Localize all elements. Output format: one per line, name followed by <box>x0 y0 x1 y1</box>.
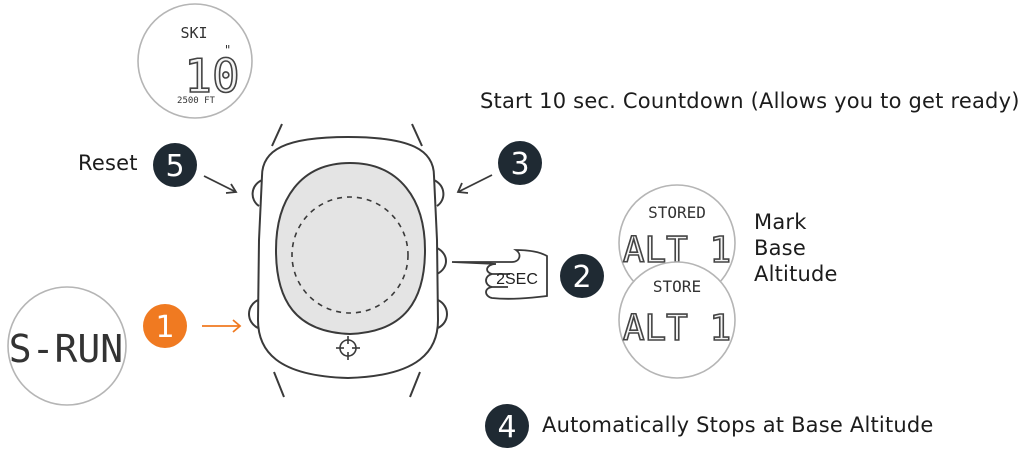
store-display-value: ALT 1 <box>623 308 731 349</box>
arrow-right-icon <box>203 175 238 194</box>
mode-display-value: S-RUN <box>9 327 123 371</box>
step-badge-3: 3 <box>498 141 542 185</box>
stored-display-title: STORED <box>648 203 706 222</box>
hand-press-icon <box>451 249 548 300</box>
mark-label-line3: Altitude <box>754 262 838 286</box>
side-button-middle-right[interactable] <box>436 247 447 275</box>
watch-face <box>274 161 427 336</box>
ski-display-value: 10 <box>184 49 239 103</box>
mark-base-altitude-label: Mark Base Altitude <box>754 209 838 287</box>
step-badge-1: 1 <box>143 304 187 348</box>
side-button-top-left[interactable] <box>251 179 263 207</box>
store-display: STORE ALT 1 <box>618 261 736 379</box>
auto-stop-label: Automatically Stops at Base Altitude <box>542 413 934 437</box>
step-number-1: 1 <box>155 310 174 345</box>
watch-strap-bottom <box>273 371 421 398</box>
arrow-left-icon <box>456 174 493 194</box>
countdown-label: Start 10 sec. Countdown (Allows you to g… <box>480 89 1020 113</box>
arrow-right-icon <box>202 319 242 333</box>
mode-display: S-RUN <box>7 286 127 406</box>
step-number-2: 2 <box>572 260 591 295</box>
step-badge-5: 5 <box>153 143 197 187</box>
step-number-3: 3 <box>510 147 529 182</box>
ski-display: SKI 10 " 2500 FT <box>137 3 253 119</box>
watch <box>248 123 448 398</box>
crosshair-icon[interactable] <box>336 336 360 360</box>
mark-label-line1: Mark <box>754 210 807 234</box>
step-badge-2: 2 <box>560 254 604 298</box>
step-number-4: 4 <box>497 410 516 445</box>
watch-face-dashed-ring <box>291 196 409 314</box>
ski-display-altitude: 2500 FT <box>177 96 216 106</box>
hold-time-label: 2SEC <box>496 271 538 288</box>
store-display-title: STORE <box>653 277 701 296</box>
side-button-top-right[interactable] <box>433 179 445 207</box>
side-button-bottom-right[interactable] <box>437 299 448 329</box>
reset-label: Reset <box>78 151 138 175</box>
step-number-5: 5 <box>165 149 184 184</box>
ski-display-unit: " <box>224 43 231 57</box>
mark-label-line2: Base <box>754 236 806 260</box>
ski-display-title: SKI <box>180 24 207 42</box>
step-badge-4: 4 <box>485 404 529 448</box>
watch-strap-top <box>271 123 423 147</box>
side-button-bottom-left[interactable] <box>248 299 259 329</box>
